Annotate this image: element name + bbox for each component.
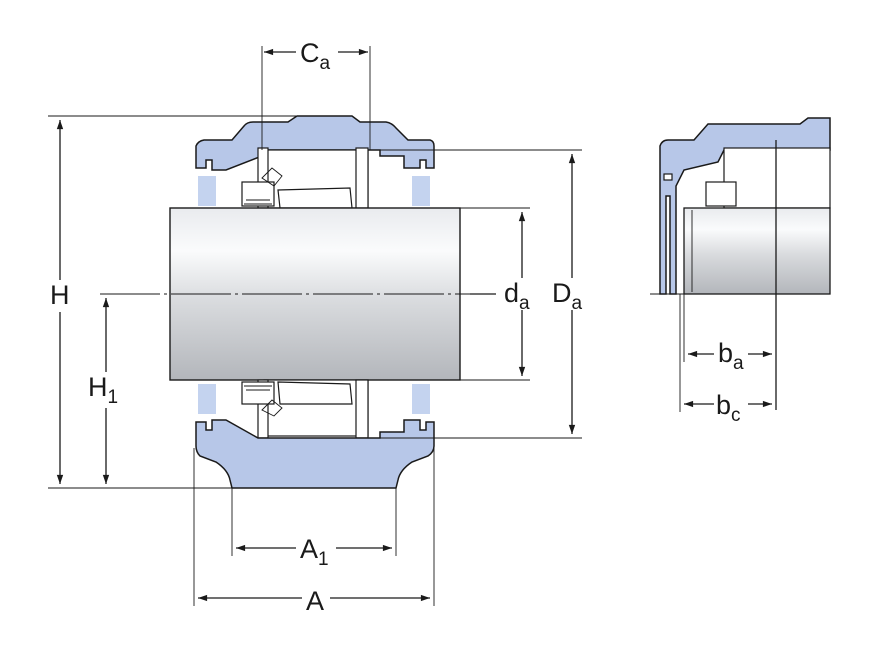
- label-ca: Ca: [300, 38, 331, 74]
- bearing-insert-lower: [241, 379, 369, 439]
- side-insert-ring: [723, 147, 831, 209]
- label-a: A: [306, 586, 324, 616]
- label-a1: A1: [300, 534, 329, 570]
- housing-base-lower: [195, 419, 435, 489]
- seal-upper-right: [412, 176, 430, 206]
- label-bc: bc: [716, 390, 741, 426]
- seal-lower-left: [198, 384, 216, 414]
- dimension-lines: [48, 46, 772, 606]
- label-h: H: [50, 280, 70, 310]
- side-section-view: [650, 117, 831, 410]
- label-ba: ba: [718, 338, 744, 374]
- seal-lower-right: [412, 384, 430, 414]
- main-section-view: [100, 115, 496, 489]
- label-da-small: da: [504, 278, 530, 314]
- housing-cap-upper: [195, 115, 435, 171]
- side-seal-lip: [663, 173, 673, 181]
- label-h1: H1: [88, 372, 118, 408]
- seal-upper-left: [198, 176, 216, 206]
- side-shaft: [683, 207, 831, 295]
- bearing-insert-upper: [241, 147, 369, 209]
- side-insert-collar: [705, 181, 737, 207]
- label-da-large: Da: [552, 278, 583, 314]
